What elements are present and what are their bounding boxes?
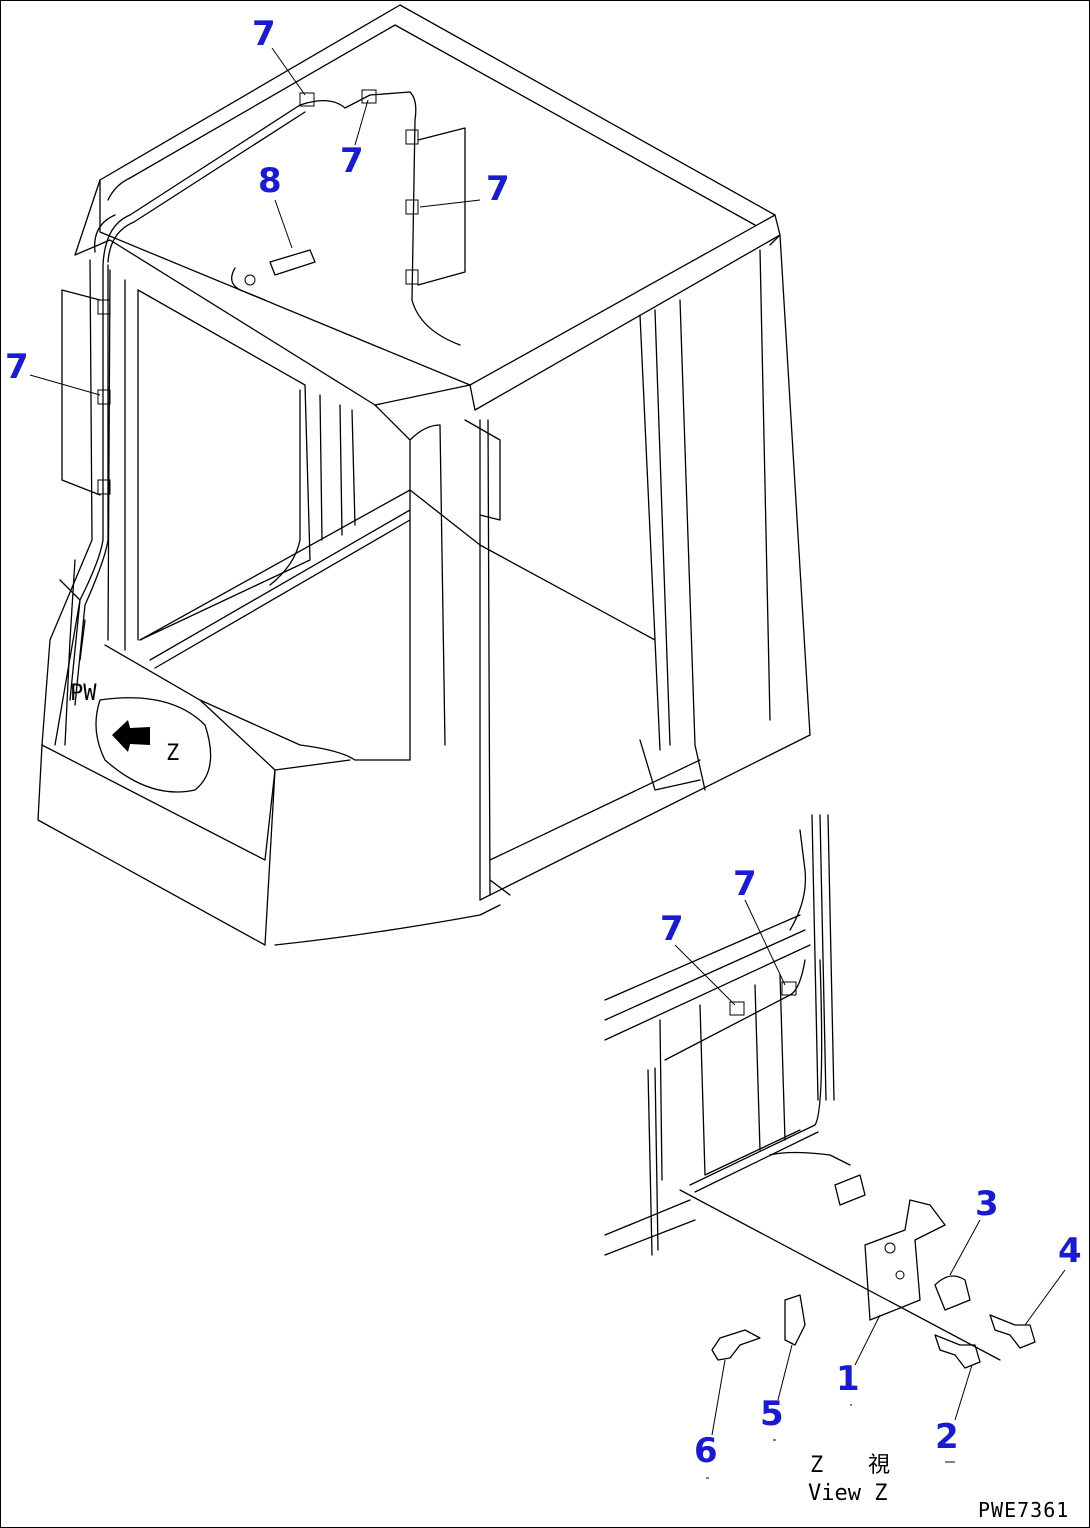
callout-6-bolt: 6 — [694, 1431, 718, 1471]
cab-lower-body — [37, 559, 501, 946]
view-caption-letter: Z — [810, 1453, 823, 1478]
cab-frame — [41, 234, 811, 901]
cab-roof — [74, 4, 781, 411]
callout-labels: 7 7 7 8 7 7 7 3 4 1 2 5 6 — [5, 14, 1082, 1471]
view-z-marker: Z PW — [70, 681, 212, 793]
callout-7-detail-right: 7 — [733, 864, 757, 904]
view-caption-text: View Z — [808, 1481, 887, 1506]
view-caption-kanji: 視 — [868, 1453, 890, 1478]
view-caption: Z 視 View Z — [808, 1453, 890, 1506]
callout-7-roof-left: 7 — [252, 14, 276, 54]
callout-2-bolt: 2 — [935, 1417, 959, 1457]
callout-7-roof-right: 7 — [486, 169, 510, 209]
detail-view-z — [604, 814, 1036, 1369]
callout-1-bracket: 1 — [836, 1359, 860, 1399]
callout-7-rear-pillar: 7 — [5, 347, 29, 387]
callout-5-plate: 5 — [760, 1394, 784, 1434]
callout-7-detail-left: 7 — [660, 909, 684, 949]
callout-8-connector: 8 — [258, 161, 282, 201]
callout-7-roof-center: 7 — [340, 141, 364, 181]
drawing-code: PWE7361 — [978, 1498, 1069, 1522]
view-marker-letter: Z — [166, 741, 179, 766]
callout-ticks — [706, 1404, 955, 1479]
callout-4-bolt: 4 — [1058, 1231, 1082, 1271]
wiring-harness — [61, 89, 466, 706]
cab-marking-text: PW — [70, 681, 97, 706]
callout-3-clip: 3 — [975, 1184, 999, 1224]
leader-lines — [29, 47, 1066, 1436]
